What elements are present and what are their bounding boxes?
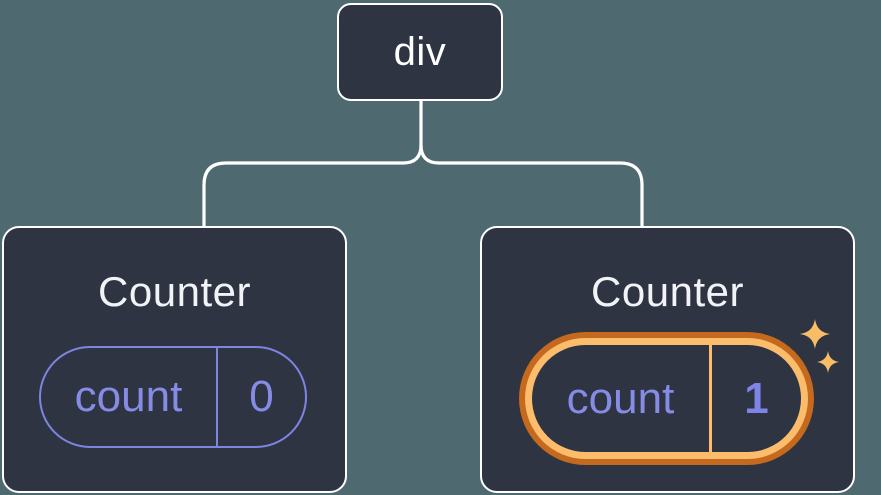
state-pill: count 0 (39, 346, 307, 448)
counter-node-right: Counter count 1 (480, 226, 855, 493)
highlight-ring: count 1 (519, 332, 814, 465)
connector-right-branch (419, 143, 644, 229)
counter-title: Counter (98, 268, 251, 315)
state-value: 1 (744, 373, 769, 423)
root-node-label: div (393, 29, 447, 74)
state-value: 0 (249, 372, 274, 421)
state-name: count (532, 345, 712, 452)
counter-title: Counter (591, 268, 744, 315)
state-name: count (41, 348, 218, 446)
root-node: div (337, 3, 503, 101)
counter-node-left: Counter count 0 (2, 226, 347, 493)
sparkles-icon (800, 319, 839, 373)
highlight-ring-inner: count 1 (525, 338, 808, 459)
state-pill: count 1 (532, 345, 801, 452)
connector-left-branch (202, 99, 423, 229)
